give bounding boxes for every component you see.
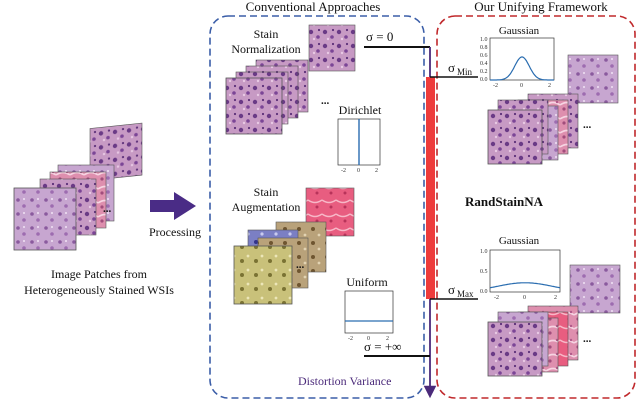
conventional-title: Conventional Approaches [246,0,381,14]
dirichlet-tick-left: -2 [341,168,346,174]
sigma-min-symbol: σ [448,60,455,75]
input-label-line1: Image Patches from [51,267,148,281]
gaussian-top-yticks: 1.0 0.8 0.6 0.4 0.2 0.0 [480,37,488,83]
augmentation-patch-stack [233,187,355,305]
gaussian-bottom-ytick: 0.0 [480,289,488,295]
dirichlet-title: Dirichlet [339,103,382,117]
dirichlet-tick-mid: 0 [357,168,360,174]
sigma-max-subscript: Max [457,289,474,299]
normalization-ellipsis: ... [321,95,330,107]
unifying-group-box [436,15,636,399]
gaussian-bottom-ytick: 0.5 [480,269,488,275]
randstainna-label: RandStainNA [465,194,544,209]
processing-arrow [150,192,196,220]
input-ellipsis: ... [103,203,112,215]
gaussian-top-frame [489,37,555,81]
gaussian-top-curve [490,56,554,81]
sigma-inf-label: σ = +∞ [364,339,401,354]
input-patch-stack [13,122,143,251]
unifying-title: Our Unifying Framework [474,0,608,14]
uniform-tick-left: -2 [348,336,353,342]
sigma-min-subscript: Min [457,67,473,77]
conventional-group-box [209,15,425,399]
sigma-zero-label: σ = 0 [366,29,393,44]
gaussian-top-title: Gaussian [499,25,540,37]
gaussian-top-ytick: 1.0 [480,37,488,43]
gaussian-bottom-xtick: 2 [554,295,557,301]
gaussian-top-ytick: 0.4 [480,61,488,67]
gaussian-top-xtick: -2 [493,83,498,89]
normalization-patch-stack [225,24,356,135]
framework-top-patch-stack [487,54,619,165]
input-label-line2: Heterogeneously Stained WSIs [24,283,174,297]
gaussian-top-ytick: 0.8 [480,45,488,51]
normalization-label-line1: Stain [254,27,279,41]
gaussian-bottom-ytick: 1.0 [480,249,488,255]
gaussian-top-ytick: 0.2 [480,69,488,75]
augmentation-ellipsis: ... [296,259,305,271]
dirichlet-tick-right: 2 [375,168,378,174]
gaussian-bottom-curve [489,282,561,289]
uniform-title: Uniform [346,275,388,289]
augmentation-label-line2: Augmentation [232,200,301,214]
gaussian-top-xtick: 2 [548,83,551,89]
sigma-max-symbol: σ [448,282,455,297]
normalization-label-line2: Normalization [231,42,300,56]
gaussian-top-xtick: 0 [520,83,523,89]
gaussian-bottom-xtick: 0 [523,295,526,301]
augmentation-label-line1: Stain [254,185,279,199]
uniform-plot-frame [344,290,394,334]
framework-bottom-ellipsis: ... [583,333,592,345]
gaussian-top-ytick: 0.6 [480,53,488,59]
uniform-tick-mid: 0 [367,336,370,342]
framework-bottom-patch-stack [487,264,621,377]
framework-top-ellipsis: ... [583,119,592,131]
processing-label: Processing [149,225,201,239]
uniform-tick-right: 2 [386,336,389,342]
randstainna-range-bar [426,77,435,299]
distortion-variance-label: Distortion Variance [298,374,391,388]
gaussian-bottom-xtick: -2 [494,295,499,301]
gaussian-top-ytick: 0.0 [480,77,488,83]
gaussian-bottom-title: Gaussian [499,235,540,247]
